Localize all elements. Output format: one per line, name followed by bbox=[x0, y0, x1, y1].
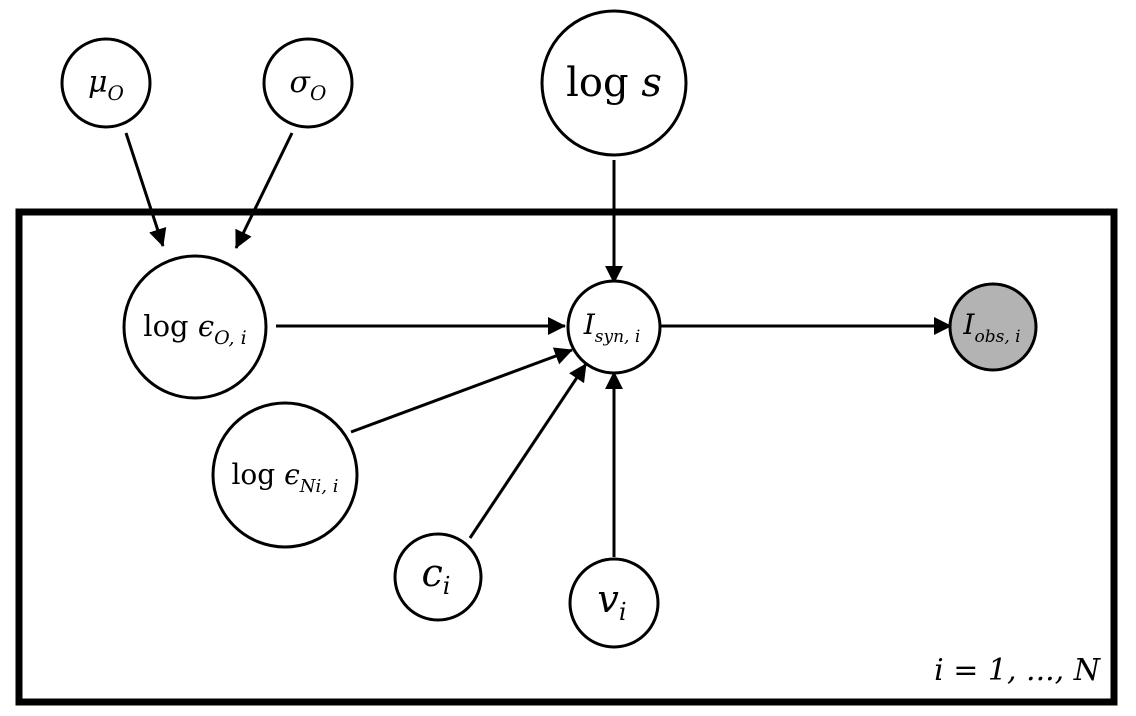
node-i-obs-label: Iobs, i bbox=[962, 308, 1020, 347]
node-v-i-label: vi bbox=[597, 577, 626, 626]
edges bbox=[124, 132, 952, 557]
node-v-i: vi bbox=[568, 557, 660, 649]
node-mu-o: μO bbox=[60, 37, 152, 129]
node-i-syn: Isyn, i bbox=[566, 279, 662, 375]
node-c-i: ci bbox=[393, 532, 483, 622]
edge-c-i-to-i-syn bbox=[468, 363, 588, 539]
node-i-obs: Iobs, i bbox=[948, 282, 1038, 372]
edge-mu-o-to-log-eps-o bbox=[124, 132, 167, 247]
plate-box bbox=[15, 208, 1118, 706]
plate-label: i = 1, ..., N bbox=[934, 653, 1102, 688]
node-mu-o-label: μO bbox=[88, 65, 124, 105]
node-sigma-o: σO bbox=[262, 37, 354, 129]
edge-log-eps-ni-to-i-syn bbox=[350, 347, 573, 434]
node-i-syn-label: Isyn, i bbox=[583, 308, 641, 347]
node-c-i-label: ci bbox=[422, 551, 451, 600]
node-log-eps-ni-label: log ϵNi, i bbox=[231, 458, 338, 497]
node-log-s-label: log s bbox=[566, 60, 662, 106]
edge-sigma-o-to-log-eps-o bbox=[234, 132, 294, 249]
node-log-eps-o-label: log ϵO, i bbox=[143, 309, 246, 349]
node-log-eps-ni: log ϵNi, i bbox=[211, 401, 359, 549]
node-log-s: log s bbox=[540, 9, 688, 157]
node-log-eps-o: log ϵO, i bbox=[122, 254, 268, 400]
node-sigma-o-label: σO bbox=[290, 65, 327, 105]
